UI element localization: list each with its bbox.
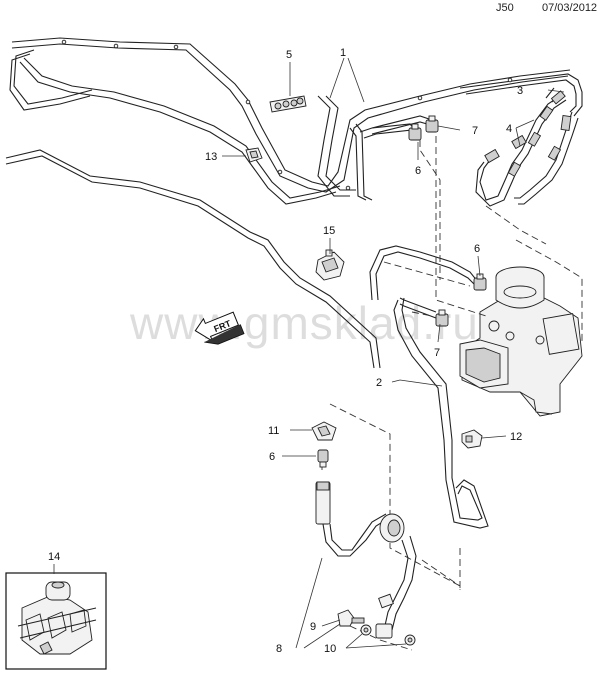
callout-6-upper: 6 (415, 165, 421, 177)
fittings-6-7-upper (408, 115, 487, 327)
connector-15 (315, 249, 345, 281)
clip-11-and-fitting-6 (311, 421, 337, 468)
callout-6-lower: 6 (269, 451, 275, 463)
callout-4: 4 (506, 123, 512, 135)
diagram-code: J50 (496, 2, 514, 14)
callout-6-middle: 6 (474, 243, 480, 255)
detail-inset-14 (5, 572, 107, 670)
callout-3: 3 (517, 85, 523, 97)
brake-pipe-bundle-upper (9, 37, 583, 205)
watermark: www.gmsklad.ru (129, 297, 479, 349)
clip-12 (461, 429, 483, 449)
callout-13: 13 (205, 151, 217, 163)
brake-pipes-3-4 (475, 87, 579, 207)
brake-hose-assembly (315, 481, 417, 646)
brake-pipe-2 (369, 245, 489, 529)
dashed-guides (321, 136, 583, 651)
callout-14: 14 (48, 551, 60, 563)
callout-9: 9 (310, 621, 316, 633)
front-direction-arrow: FRT (194, 311, 245, 345)
callout-8: 8 (276, 643, 282, 655)
clip-5 (269, 95, 307, 113)
callout-11: 11 (268, 425, 279, 437)
callout-2: 2 (376, 377, 382, 389)
callout-1: 1 (340, 47, 346, 59)
brake-pipe-left-long (5, 149, 381, 369)
callout-15: 15 (323, 225, 335, 237)
callout-labels: 1 2 3 4 5 6 6 6 7 7 8 9 10 11 12 13 14 1… (48, 47, 523, 655)
leader-lines (53, 57, 565, 649)
callout-7-lower: 7 (434, 347, 440, 359)
callout-5: 5 (286, 49, 292, 61)
abs-modulator-unit (459, 266, 583, 417)
callout-10: 10 (324, 643, 336, 655)
callout-7-upper: 7 (472, 125, 478, 137)
callout-12: 12 (510, 431, 522, 443)
diagram-date: 07/03/2012 (542, 2, 598, 14)
clip-13 (245, 147, 263, 163)
